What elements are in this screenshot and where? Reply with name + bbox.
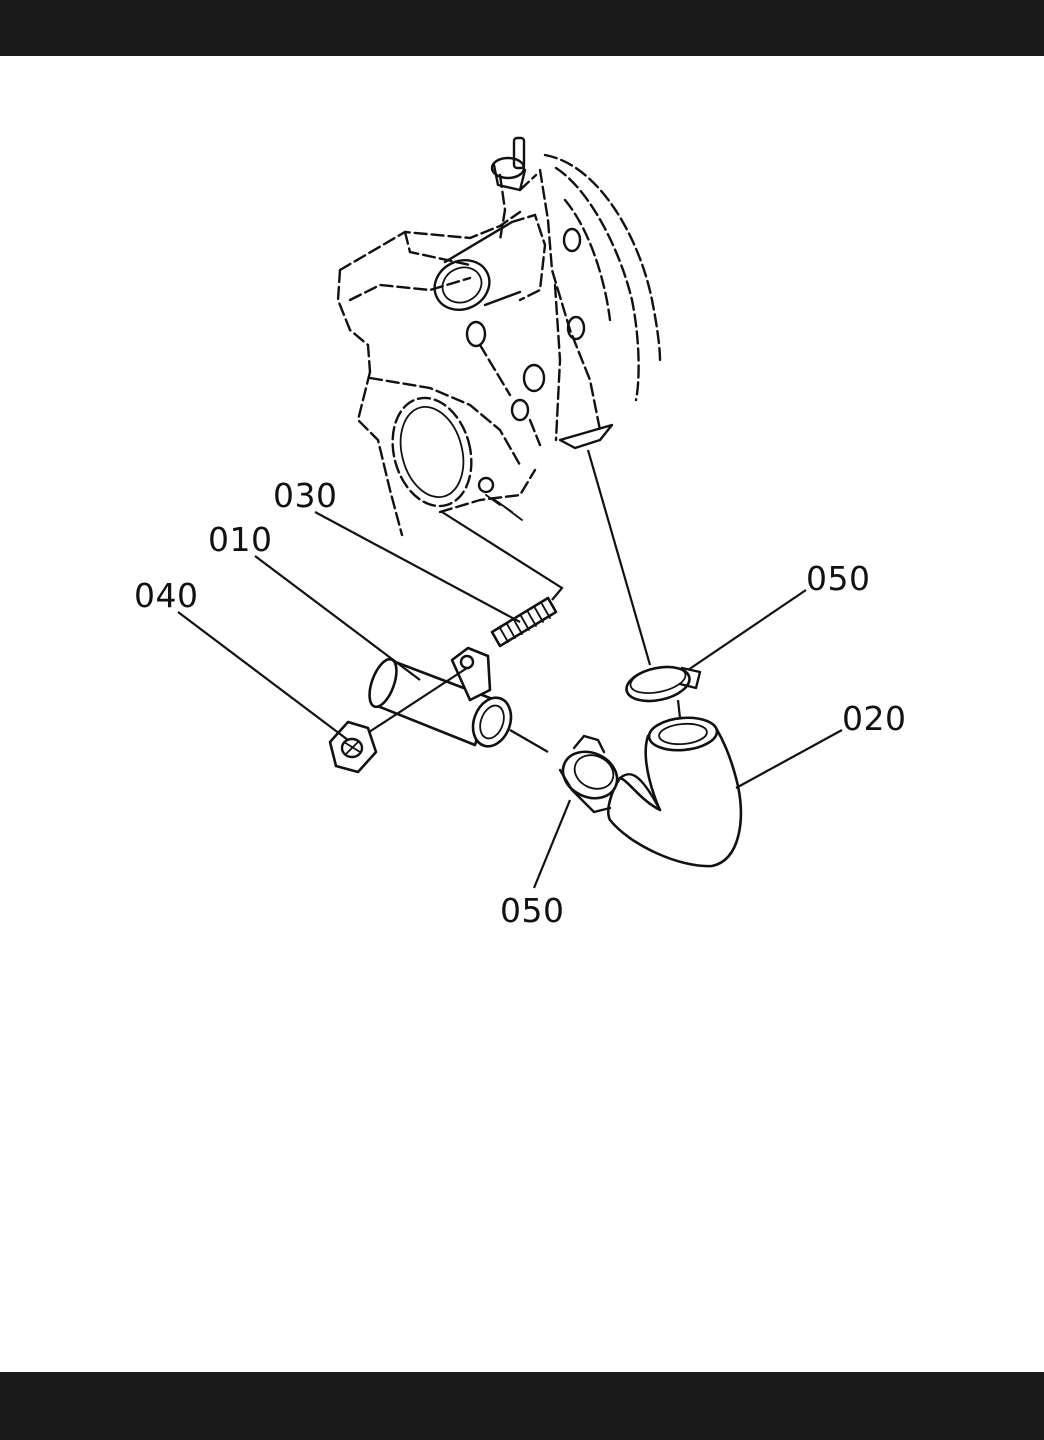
part-040-nut <box>330 722 376 772</box>
part-010-pipe <box>360 648 548 752</box>
callout-030: 030 <box>273 476 338 515</box>
callout-040: 040 <box>134 576 199 615</box>
callout-050-lower: 050 <box>500 891 565 930</box>
part-030-stud <box>442 512 562 646</box>
callout-020: 020 <box>842 699 907 738</box>
part-020-hose <box>608 715 741 866</box>
callout-010: 010 <box>208 520 273 559</box>
part-050-upper-clamp <box>588 450 700 718</box>
callout-050-upper: 050 <box>806 559 871 598</box>
bottom-black-bar <box>0 1372 1044 1440</box>
engine-housing-phantom <box>338 138 660 535</box>
leader-lines <box>178 512 842 888</box>
